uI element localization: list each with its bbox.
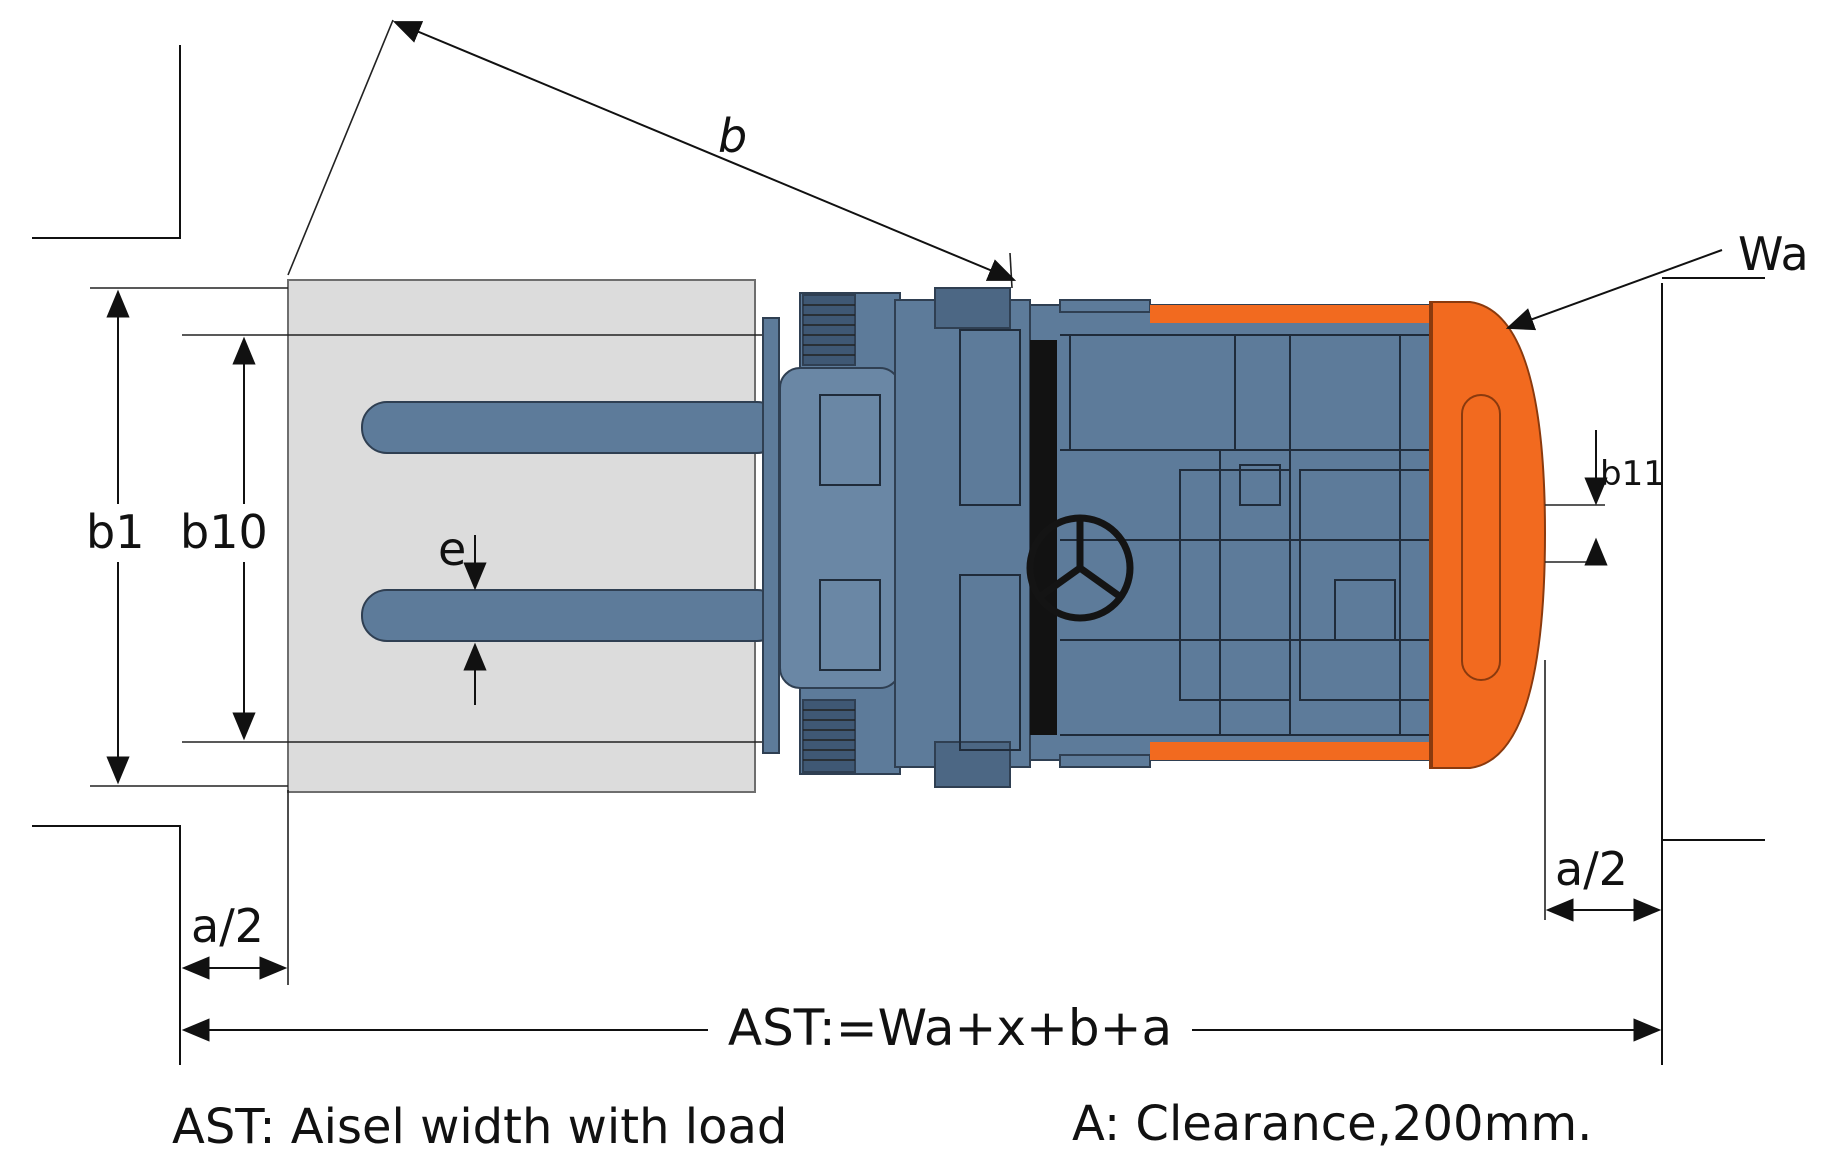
dimension-a-half-right — [1544, 660, 1662, 922]
label-a-half-left: a/2 — [191, 899, 264, 953]
label-b10: b10 — [180, 505, 268, 559]
forklift-body — [779, 287, 1451, 788]
label-wa: Wa — [1738, 227, 1809, 281]
label-e: e — [438, 522, 466, 576]
label-b1: b1 — [86, 505, 144, 559]
label-b11: b11 — [1600, 454, 1665, 494]
fork-carriage — [762, 317, 780, 754]
note-ast-definition: AST: Aisel width with load — [172, 1099, 787, 1155]
aisle-walls — [32, 45, 1765, 1065]
front-tires — [802, 294, 856, 773]
counterweight — [1150, 301, 1547, 769]
steering-wheel — [1026, 514, 1134, 622]
label-ast-formula: AST:=Wa+x+b+a — [728, 999, 1172, 1057]
dimension-b11 — [1545, 430, 1608, 566]
label-a-half-right: a/2 — [1555, 842, 1628, 896]
note-clearance: A: Clearance,200mm. — [1072, 1096, 1592, 1152]
load-pallet — [287, 279, 756, 793]
dimension-b — [287, 19, 1017, 289]
label-b: b — [718, 109, 747, 163]
dimension-a-half-left — [181, 790, 289, 985]
